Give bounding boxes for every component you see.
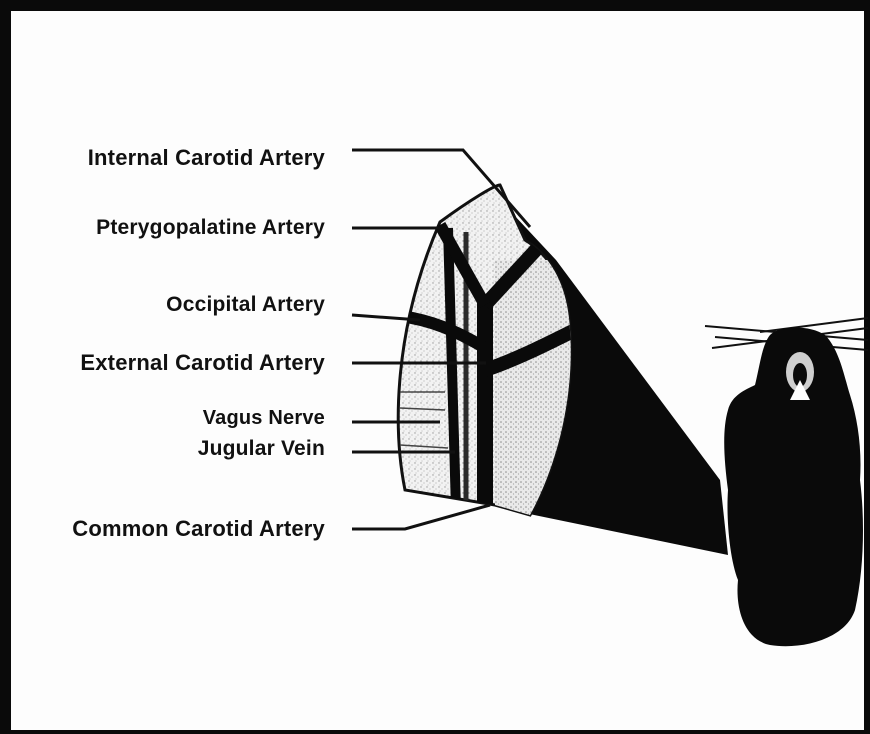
magnified-vessel-view bbox=[398, 185, 575, 520]
label-external-carotid-artery: External Carotid Artery bbox=[80, 350, 325, 376]
rat-head-silhouette bbox=[705, 318, 868, 646]
label-common-carotid-artery: Common Carotid Artery bbox=[72, 516, 325, 542]
leader-common-carotid bbox=[352, 505, 490, 529]
label-pterygopalatine-artery: Pterygopalatine Artery bbox=[96, 216, 325, 240]
label-occipital-artery: Occipital Artery bbox=[166, 293, 325, 317]
label-jugular-vein: Jugular Vein bbox=[198, 437, 325, 461]
label-vagus-nerve: Vagus Nerve bbox=[203, 407, 325, 430]
label-internal-carotid-artery: Internal Carotid Artery bbox=[88, 145, 325, 171]
